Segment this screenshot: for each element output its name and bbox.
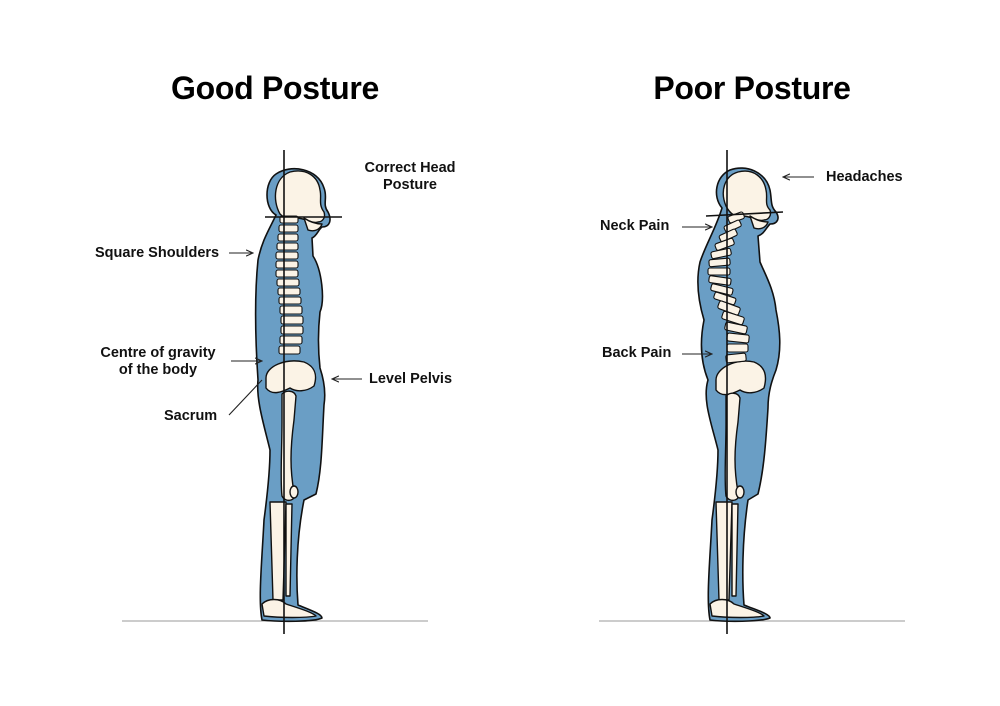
label-sacrum: Sacrum xyxy=(164,408,218,424)
poor-foot xyxy=(709,598,765,619)
good-jaw xyxy=(303,217,323,232)
poor-kneecap xyxy=(735,485,745,499)
label-headaches: Headaches xyxy=(826,169,903,185)
label-correct-head-line1: Correct Head xyxy=(364,160,456,176)
label-level-pelvis: Level Pelvis xyxy=(369,371,453,387)
poor-jaw xyxy=(749,215,769,230)
good-sacrum-pointer xyxy=(228,379,263,416)
label-correct-head-posture: Correct Head Posture xyxy=(355,160,465,194)
label-gravity-line2: of the body xyxy=(118,362,198,378)
label-gravity-line1: Centre of gravity xyxy=(100,345,216,361)
poor-posture-title: Poor Posture xyxy=(653,70,851,106)
poor-tibia xyxy=(715,501,733,601)
label-centre-of-gravity: Centre of gravity of the body xyxy=(92,345,224,379)
label-square-shoulders: Square Shoulders xyxy=(95,245,220,261)
good-pelvis xyxy=(265,360,317,394)
poor-fibula xyxy=(731,503,739,597)
good-posture-title: Good Posture xyxy=(171,70,379,106)
poor-head-tilt-line xyxy=(705,211,784,217)
good-posture-figure xyxy=(122,150,428,634)
label-correct-head-line2: Posture xyxy=(383,177,437,193)
poor-posture-figure xyxy=(599,150,905,634)
good-foot xyxy=(261,598,317,619)
label-back-pain: Back Pain xyxy=(602,345,672,361)
good-kneecap xyxy=(289,485,299,499)
good-tibia xyxy=(269,501,287,601)
good-fibula xyxy=(285,503,293,597)
poor-body-silhouette xyxy=(697,167,781,623)
label-neck-pain: Neck Pain xyxy=(600,218,670,234)
